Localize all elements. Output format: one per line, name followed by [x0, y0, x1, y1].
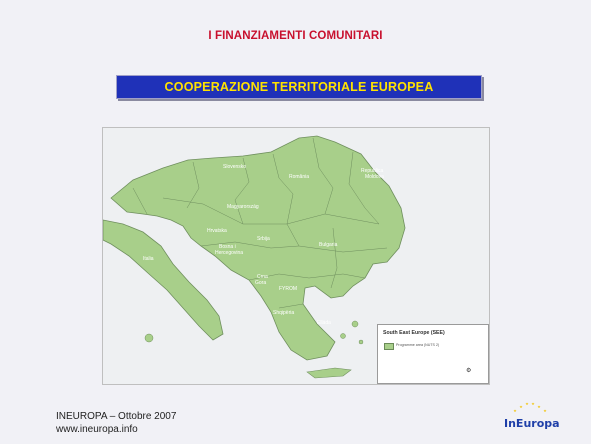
programme-area-map: Slovensko România Republica Moldova Magy… [102, 127, 490, 385]
svg-text:Shqipëria: Shqipëria [273, 310, 294, 316]
svg-text:Crna: Crna [257, 274, 268, 280]
footer-url: www.ineuropa.info [56, 424, 138, 435]
island [351, 320, 359, 328]
section-banner: COOPERAZIONE TERRITORIALE EUROPEA [116, 75, 482, 99]
svg-text:FYROM: FYROM [279, 286, 297, 292]
country-labels: Slovensko România Republica Moldova Magy… [143, 164, 384, 326]
svg-text:Italia: Italia [143, 256, 154, 262]
ineuropa-logo: InEuropa [504, 402, 560, 432]
island [358, 339, 364, 345]
programme-area-mainland [110, 135, 406, 361]
map-image: Slovensko România Republica Moldova Magy… [103, 128, 489, 384]
eu-stars-icon [513, 402, 547, 412]
svg-text:Bulgaria: Bulgaria [319, 242, 338, 248]
svg-text:Srbija: Srbija [257, 236, 270, 242]
map-legend: South East Europe (SEE) Programme area (… [377, 324, 489, 384]
legend-swatch [384, 343, 394, 350]
svg-text:Slovensko: Slovensko [223, 164, 246, 170]
island [340, 333, 346, 339]
svg-text:Elláda: Elláda [317, 320, 331, 326]
svg-text:Magyarország: Magyarország [227, 204, 259, 210]
footer-credit: INEUROPA – Ottobre 2007 [56, 411, 177, 422]
legend-title: South East Europe (SEE) [383, 330, 445, 336]
banner-text: COOPERAZIONE TERRITORIALE EUROPEA [164, 80, 434, 94]
svg-text:Moldova: Moldova [365, 174, 384, 180]
logo-wordmark: InEuropa [504, 417, 560, 430]
svg-text:România: România [289, 174, 309, 180]
island [144, 333, 154, 343]
programme-area-crete [306, 367, 352, 379]
svg-text:Gora: Gora [255, 280, 266, 286]
regional-borders [132, 137, 388, 309]
svg-text:Hercegovina: Hercegovina [215, 250, 243, 256]
svg-text:Hrvatska: Hrvatska [207, 228, 227, 234]
slide-title: I FINANZIAMENTI COMUNITARI [208, 30, 383, 42]
eu-logo-icon: ⚙ [466, 368, 472, 374]
svg-text:Bosna i: Bosna i [219, 244, 236, 250]
programme-area-italy [103, 219, 224, 341]
legend-label: Programme area (NUTS 2) [396, 343, 440, 347]
svg-text:Republica: Republica [361, 168, 383, 174]
